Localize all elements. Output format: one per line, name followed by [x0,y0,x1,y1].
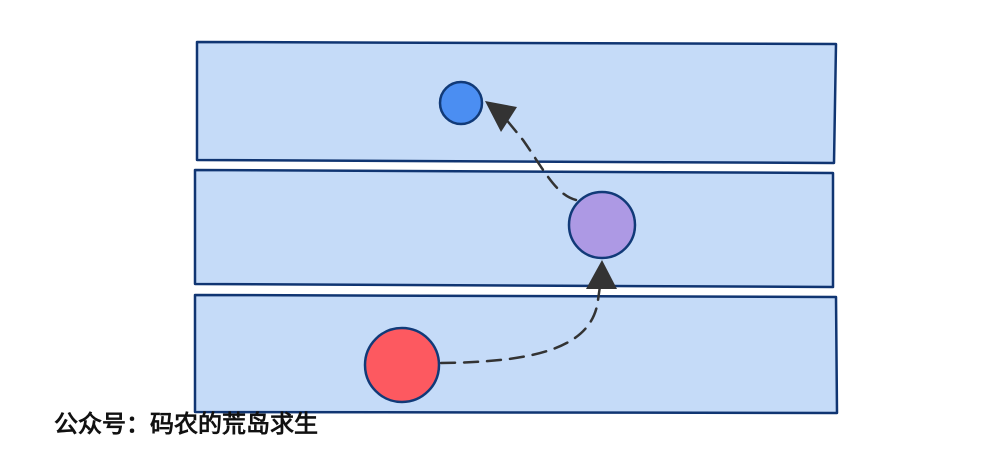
arrow-middle-to-top [503,116,578,202]
arrowhead-middle-to-top [485,101,517,132]
arrow-bottom-to-middle [439,284,602,365]
nodes [363,80,637,404]
middle-layer [193,168,835,289]
watermark-text: 公众号：码农的荒岛求生 [54,410,318,438]
middle-node [567,190,637,260]
top-node [438,80,484,126]
bottom-node [363,326,441,404]
arrowhead-bottom-to-middle [586,260,617,289]
top-layer [195,40,838,165]
layers [193,40,839,415]
connectors [439,101,617,365]
bottom-layer [193,293,839,415]
